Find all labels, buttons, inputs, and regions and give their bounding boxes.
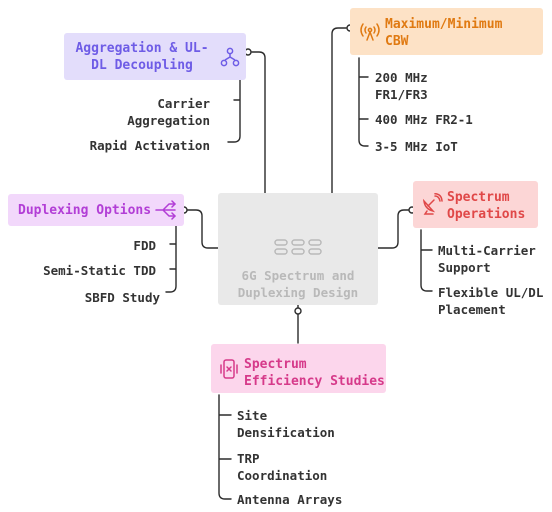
leaf-semi-static-tdd: Semi-Static TDD <box>43 263 156 278</box>
bracket-duplexing <box>165 224 177 293</box>
connector-aggregation <box>251 51 266 194</box>
node-efficiency-title: Spectrum Efficiency Studies <box>244 357 385 389</box>
leaf-multi-carrier: Multi-Carrier Support <box>438 243 536 275</box>
leaf-carrier-aggregation: Carrier Aggregation <box>127 96 210 128</box>
center-node[interactable]: 6G Spectrum and Duplexing Design <box>218 193 378 305</box>
leaf-3-5mhz: 3-5 MHz IoT <box>375 139 458 154</box>
node-duplexing-title: Duplexing Options <box>18 203 152 218</box>
node-operations-title: Spectrum Operations <box>447 190 526 222</box>
hierarchy-icon <box>220 47 240 67</box>
bracket-cbw <box>358 57 369 147</box>
node-cbw-title: Maximum/Minimum CBW <box>385 17 503 49</box>
node-cbw[interactable]: Maximum/Minimum CBW <box>350 8 543 55</box>
leaf-fdd: FDD <box>133 238 156 253</box>
node-operations[interactable]: Spectrum Operations <box>413 181 538 228</box>
bracket-operations <box>420 229 433 292</box>
antenna-signal-icon <box>360 23 380 41</box>
satellite-dish-icon <box>422 193 443 215</box>
leaf-trp-coordination: TRP Coordination <box>237 451 328 483</box>
connector-operations <box>377 209 413 249</box>
phone-vibrate-icon <box>220 359 238 379</box>
leaf-sbfd-study: SBFD Study <box>84 290 160 305</box>
center-title: 6G Spectrum and Duplexing Design <box>237 268 359 300</box>
node-efficiency[interactable]: Spectrum Efficiency Studies <box>211 344 386 393</box>
split-arrows-icon <box>155 200 176 220</box>
leaf-200mhz: 200 MHz FR1/FR3 <box>375 70 428 102</box>
connector-duplexing <box>185 209 219 249</box>
bracket-aggregation <box>227 64 241 143</box>
node-duplexing[interactable]: Duplexing Options <box>8 194 184 226</box>
connector-cbw <box>331 27 347 194</box>
node-aggregation-title: Aggregation & UL- DL Decoupling <box>75 41 209 73</box>
three-slots-icon <box>274 239 322 255</box>
leaf-rapid-activation: Rapid Activation <box>89 138 210 153</box>
leaf-site-densification: Site Densification <box>237 408 335 440</box>
node-aggregation[interactable]: Aggregation & UL- DL Decoupling <box>64 33 246 80</box>
leaf-antenna-arrays: Antenna Arrays <box>237 492 343 507</box>
bracket-efficiency <box>218 394 232 500</box>
leaf-400mhz: 400 MHz FR2-1 <box>375 112 473 127</box>
leaf-flexible-ul-dl: Flexible UL/DL Placement <box>438 285 544 317</box>
